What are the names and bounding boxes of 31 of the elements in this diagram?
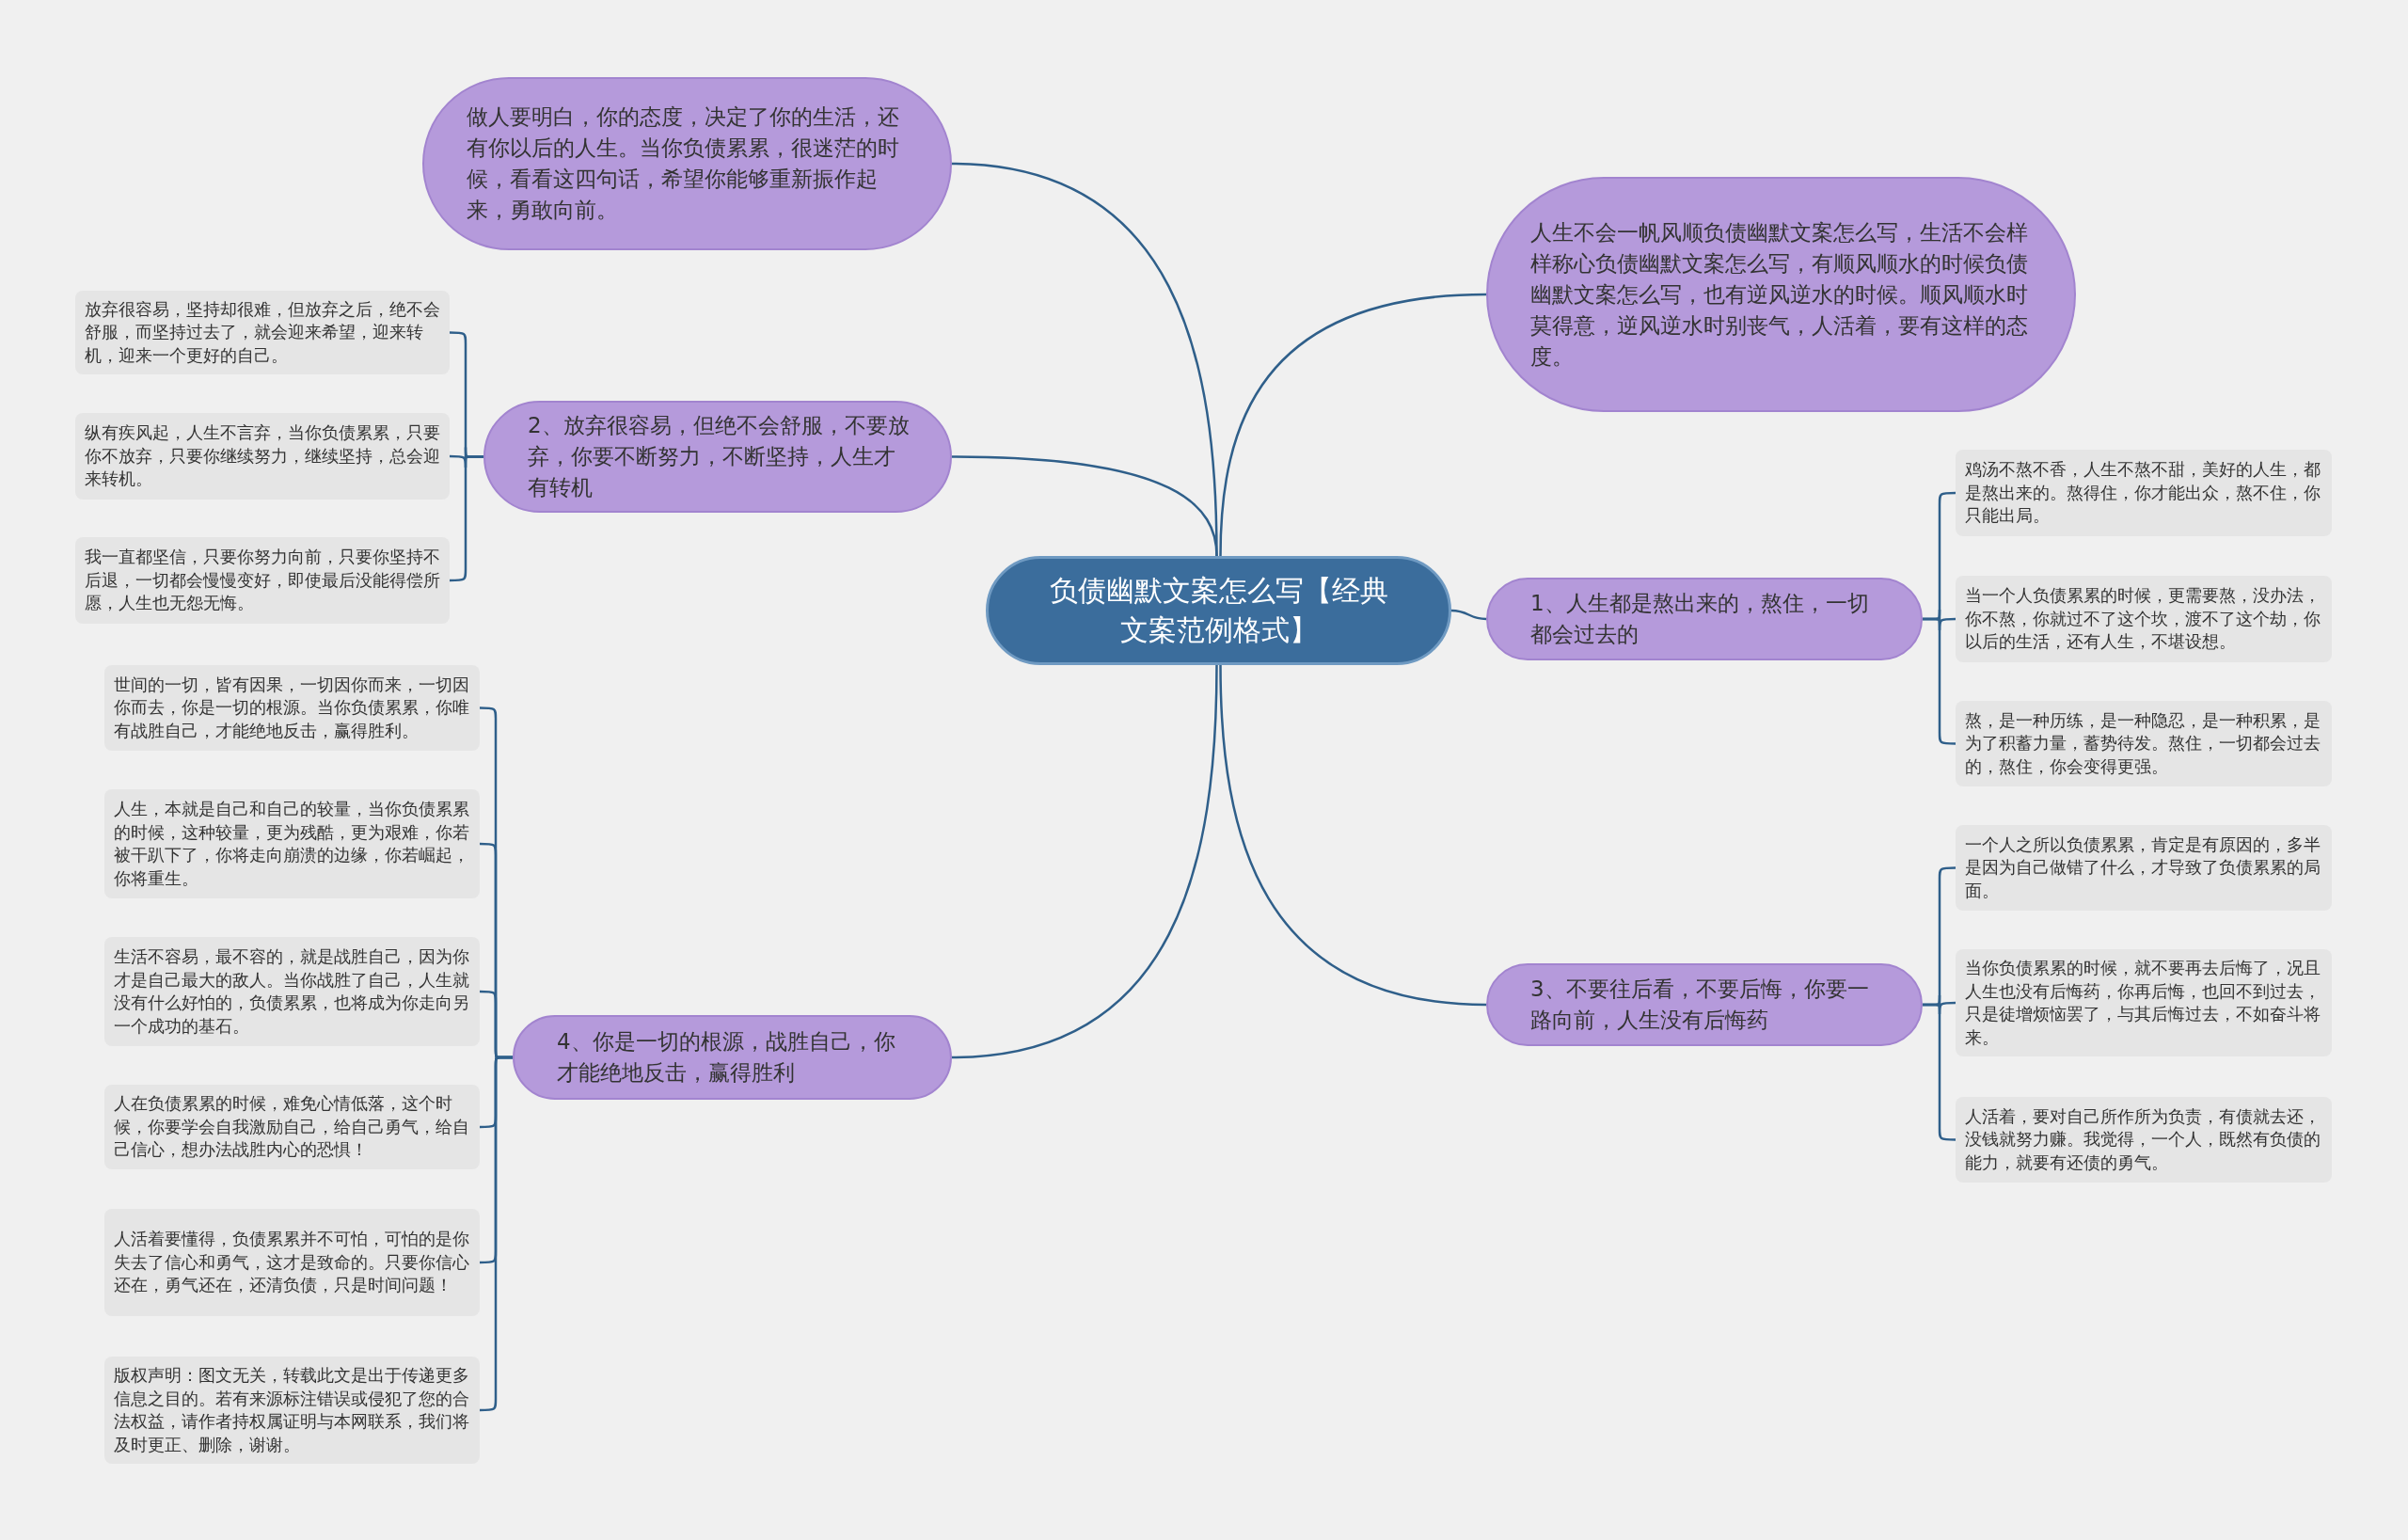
topic-box: 1、人生都是熬出来的，熬住，一切都会过去的 <box>1486 578 1923 660</box>
text-card: 人生，本就是自己和自己的较量，当你负债累累的时候，这种较量，更为残酷，更为艰难，你若被干趴下了，你将走向崩溃的边缘，你若崛起，你将重生。 <box>104 789 480 898</box>
text-card: 纵有疾风起，人生不言弃，当你负债累累，只要你不放弃，只要你继续努力，继续坚持，总会迎来转机。 <box>75 413 450 500</box>
text-card: 熬，是一种历练，是一种隐忍，是一种积累，是为了积蓄力量，蓄势待发。熬住，一切都会过去的，熬住，你会变得更强。 <box>1956 701 2332 786</box>
text-card: 人活着，要对自己所作所为负责，有债就去还，没钱就努力赚。我觉得，一个人，既然有负债的能力，就要有还债的勇气。 <box>1956 1097 2332 1183</box>
connector-line <box>1219 293 1487 557</box>
text-card: 当一个人负债累累的时候，更需要熬，没办法，你不熬，你就过不了这个坎，渡不了这个劫，你以后的生活，还有人生，不堪设想。 <box>1956 576 2332 662</box>
connector-line <box>1923 617 1956 745</box>
text-card: 放弃很容易，坚持却很难，但放弃之后，绝不会舒服，而坚持过去了，就会迎来希望，迎来转机，迎来一个更好的自己。 <box>75 291 450 374</box>
text-card: 当你负债累累的时候，就不要再去后悔了，况且人生也没有后悔药，你再后悔，也回不到过去，只是徒增烦恼罢了，与其后悔过去，不如奋斗将来。 <box>1956 949 2332 1056</box>
connector-line <box>1923 1003 1956 1141</box>
connector-line <box>450 455 483 582</box>
connector-line <box>1219 664 1487 1007</box>
text-card: 人活着要懂得，负债累累并不可怕，可怕的是你失去了信心和勇气，这才是致命的。只要你信心还在，勇气还在，还清负债，只是时间问题！ <box>104 1209 480 1316</box>
topic-box: 做人要明白，你的态度，决定了你的生活，还有你以后的人生。当你负债累累，很迷茫的时候，看看这四句话，希望你能够重新振作起来，勇敢向前。 <box>422 77 952 250</box>
text-card: 鸡汤不熬不香，人生不熬不甜，美好的人生，都是熬出来的。熬得住，你才能出众，熬不住，你只能出局。 <box>1956 450 2332 536</box>
topic-box: 人生不会一帆风顺负债幽默文案怎么写，生活不会样样称心负债幽默文案怎么写，有顺风顺水的时候负债幽默文案怎么写，也有逆风逆水的时候。顺风顺水时莫得意，逆风逆水时别丧气，人活着，要有这样的态度。 <box>1486 177 2076 412</box>
topic-box: 负债幽默文案怎么写【经典文案范例格式】 <box>986 556 1451 665</box>
connector-line <box>480 1056 513 1412</box>
connector-line <box>951 455 1218 557</box>
text-card: 人在负债累累的时候，难免心情低落，这个时候，你要学会自我激励自己，给自己勇气，给自己信心，想办法战胜内心的恐惧！ <box>104 1085 480 1169</box>
text-card: 一个人之所以负债累累，肯定是有原因的，多半是因为自己做错了什么，才导致了负债累累的局面。 <box>1956 825 2332 911</box>
topic-box: 2、放弃很容易，但绝不会舒服，不要放弃，你要不断努力，不断坚持，人生才有转机 <box>483 401 952 513</box>
topic-box: 4、你是一切的根源，战胜自己，你才能绝地反击，赢得胜利 <box>513 1015 952 1100</box>
text-card: 版权声明：图文无关，转载此文是出于传递更多信息之目的。若有来源标注错误或侵犯了您的合法权益，请作者持权属证明与本网联系，我们将及时更正、删除，谢谢。 <box>104 1357 480 1464</box>
text-card: 世间的一切，皆有因果，一切因你而来，一切因你而去，你是一切的根源。当你负债累累，你唯有战胜自己，才能绝地反击，赢得胜利。 <box>104 665 480 751</box>
connector-line <box>1450 609 1487 621</box>
connector-line <box>951 664 1218 1059</box>
text-card: 我一直都坚信，只要你努力向前，只要你坚持不后退，一切都会慢慢变好，即使最后没能得偿所愿，人生也无怨无悔。 <box>75 537 450 624</box>
text-card: 生活不容易，最不容的，就是战胜自己，因为你才是自己最大的敌人。当你战胜了自己，人生就没有什么好怕的，负债累累，也将成为你走向另一个成功的基石。 <box>104 937 480 1046</box>
topic-box: 3、不要往后看，不要后悔，你要一路向前，人生没有后悔药 <box>1486 963 1923 1046</box>
